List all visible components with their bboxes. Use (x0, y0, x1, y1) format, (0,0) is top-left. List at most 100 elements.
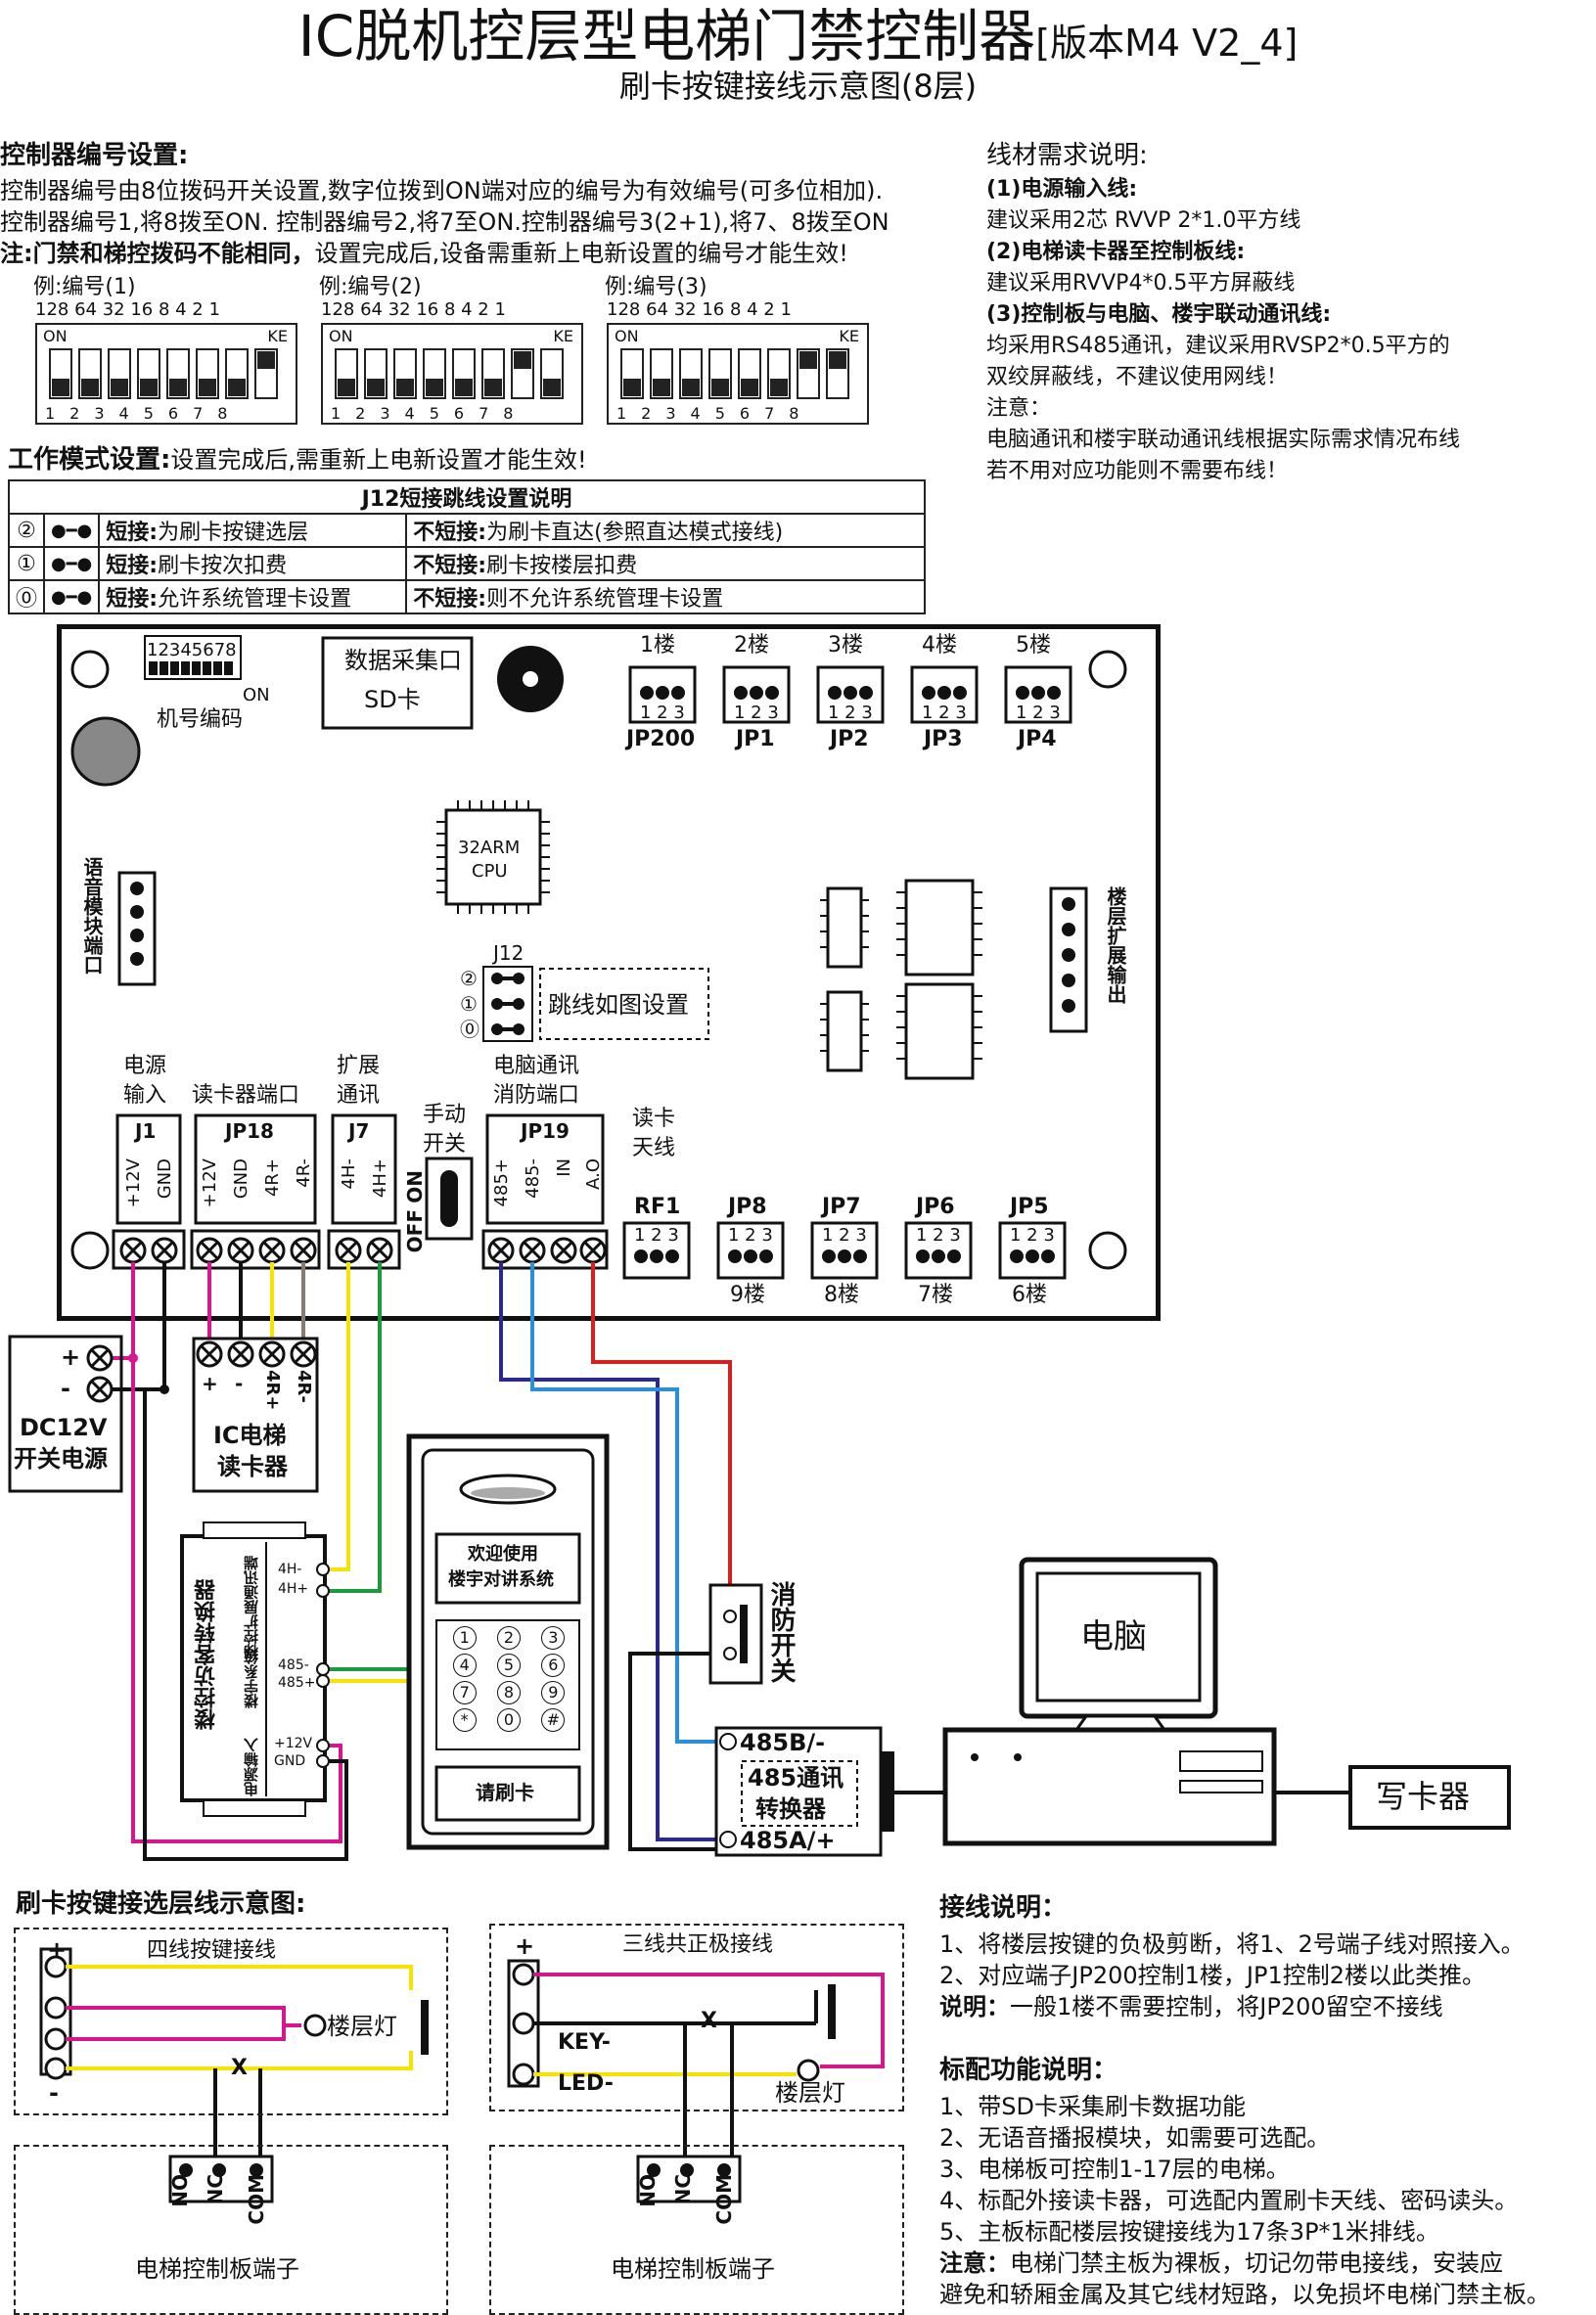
j1-label: J1 (135, 1119, 157, 1143)
board-dip-switch (144, 635, 242, 680)
keypad-key[interactable]: # (541, 1708, 566, 1732)
keypad-key[interactable]: 6 (541, 1654, 566, 1677)
sd-label-2: SD卡 (364, 686, 421, 713)
wiring-diagram-heading: 刷卡按键接选层线示意图: (16, 1889, 306, 1919)
cpu-chip (444, 808, 542, 906)
floor-expand-label: 楼层扩展输出 (1104, 886, 1127, 1004)
pin-label: 4H- (339, 1158, 359, 1190)
feature-1: 1、带SD卡采集刷卡数据功能 (939, 2093, 1246, 2120)
power-input-label-2: 输入 (123, 1083, 167, 1108)
reader-label: IC电梯 (213, 1422, 287, 1449)
jumper-icon: ●━● (43, 546, 101, 581)
jumper-icon: ●━● (43, 579, 101, 614)
work-mode-line: 工作模式设置:设置完成后,需重新上电新设置才能生效! (8, 445, 587, 475)
feature-5: 5、主板标配楼层按键接线为17条3P*1米排线。 (939, 2218, 1439, 2246)
example-label-3: 例:编号(3) (605, 275, 707, 299)
example-label-1: 例:编号(1) (33, 275, 136, 299)
mount-hole (1088, 1231, 1127, 1270)
intercom-screen-text: 欢迎使用 (468, 1544, 538, 1565)
led-minus-label: LED- (558, 2071, 614, 2096)
buzzer-icon (70, 716, 141, 787)
relay-name: JP3 (924, 727, 963, 751)
keypad-key[interactable]: 9 (541, 1681, 566, 1704)
power-input-label: 电源 (123, 1054, 167, 1078)
example-weights-3: 128 64 32 16 8 4 2 1 (607, 299, 792, 320)
keypad-key[interactable]: 0 (496, 1708, 521, 1732)
reader-pin: 4R+ (262, 1370, 283, 1411)
rs485-converter-label-2: 转换器 (755, 1795, 826, 1823)
three-wire-label: 三线共正极接线 (622, 1932, 774, 1957)
three-wire-diagram (489, 1924, 904, 2111)
ic-chip (904, 879, 975, 976)
antenna-label: 读卡 (632, 1107, 676, 1131)
cut-mark: X (701, 2009, 717, 2033)
wire-req-l2: 建议采用2芯 RVVP 2*1.0平方线 (986, 208, 1301, 233)
keypad-key[interactable]: 1 (452, 1626, 477, 1650)
relay-floor-label: 6楼 (1012, 1283, 1047, 1307)
visitor-sub-label: 电源输入 (243, 1738, 260, 1796)
keypad-key[interactable]: 2 (496, 1626, 521, 1650)
reader-pin: 4R- (294, 1370, 314, 1403)
keypad-key[interactable]: * (452, 1708, 477, 1732)
pin-label: GND (155, 1158, 175, 1200)
relay-pins: 1 2 3 (916, 1225, 961, 1246)
relay-floor-label: 2楼 (734, 633, 769, 658)
four-wire-label: 四线按键接线 (147, 1938, 277, 1963)
plus-label: + (515, 1932, 535, 1960)
keypad-key[interactable]: 8 (496, 1681, 521, 1704)
table-row: ⓪ ●━● 短接:允许系统管理卡设置 不短接:则不允许系统管理卡设置 (7, 579, 926, 614)
wire-req-l10: 若不用对应功能则不需要布线！ (986, 459, 1289, 483)
board-dip-label: 机号编码 (157, 707, 244, 732)
controller-id-line2: 控制器编号1,将8拨至ON. 控制器编号2,将7至ON.控制器编号3(2+1),… (0, 208, 889, 236)
controller-id-line3: 注:门禁和梯控拨码不能相同，设置完成后,设备需重新上电新设置的编号才能生效! (0, 240, 848, 267)
j12-num-0: ⓪ (460, 1018, 479, 1041)
relay-name: JP6 (916, 1195, 955, 1219)
keypad-key[interactable]: 5 (496, 1654, 521, 1677)
reader-label-2: 读卡器 (217, 1453, 288, 1480)
keypad-key[interactable]: 3 (541, 1626, 566, 1650)
visitor-sub-label: 梯控扩展通讯端 (243, 1556, 260, 1658)
cut-mark: X (231, 2056, 248, 2080)
wiring-note-2: 2、对应端子JP200控制1楼，JP1控制2楼以此类推。 (939, 1962, 1485, 1989)
relay-pins: 1 2 3 (640, 703, 685, 723)
terminal-box-left (14, 2145, 448, 2315)
feature-3: 3、电梯板可控制1-17层的电梯。 (939, 2156, 1290, 2183)
controller-id-heading: 控制器编号设置: (0, 141, 189, 170)
expand-label-2: 通讯 (337, 1083, 381, 1108)
psu-plus: + (61, 1343, 81, 1371)
mount-hole (70, 650, 110, 689)
pin-label: 4H+ (370, 1158, 390, 1199)
keypad-key[interactable]: 4 (452, 1654, 477, 1677)
relay-name: JP1 (736, 727, 775, 751)
swipe-card-label: 请刷卡 (476, 1781, 534, 1804)
reader-pin: + (202, 1372, 218, 1395)
visitor-converter-box (180, 1534, 327, 1802)
keypad-key[interactable]: 7 (452, 1681, 477, 1704)
relay-floor-label: 9楼 (730, 1283, 765, 1307)
pin-label: +12V (123, 1158, 144, 1208)
floor-light-label: 楼层灯 (327, 2013, 397, 2040)
relay-name: RF1 (634, 1195, 681, 1219)
wiring-notes-heading: 接线说明： (939, 1893, 1068, 1923)
rs485-converter-label: 485通讯 (748, 1764, 844, 1792)
card-reader-area (434, 1765, 581, 1822)
feature-4: 4、标配外接读卡器，可选配内置刷卡天线、密码读头。 (939, 2187, 1519, 2214)
key-minus-label: KEY- (558, 2030, 611, 2055)
j12-num-1: ① (460, 992, 478, 1016)
wire-req-l6: 均采用RS485通讯，建议采用RVSP2*0.5平方的 (986, 334, 1450, 358)
terminal-label: 电梯控制板端子 (135, 2255, 299, 2283)
j12-note: 跳线如图设置 (548, 991, 689, 1019)
example-label-2: 例:编号(2) (319, 275, 422, 299)
visitor-pin: GND (274, 1753, 306, 1769)
pin-label: 4R- (294, 1158, 314, 1188)
relay-floor-label: 5楼 (1016, 633, 1051, 658)
visitor-converter-label: 楼控访客转换器 (195, 1579, 219, 1730)
board-dip-on: ON (243, 685, 270, 705)
relay-pins: 1 2 3 (828, 703, 873, 723)
visitor-sub-label: 楼宇系统 (243, 1650, 260, 1708)
intercom-screen-text-2: 楼宇对讲系统 (448, 1569, 554, 1590)
feature-2: 2、无语音播报模块，如需要可选配。 (939, 2124, 1331, 2152)
terminal-pin: NC (204, 2174, 227, 2205)
